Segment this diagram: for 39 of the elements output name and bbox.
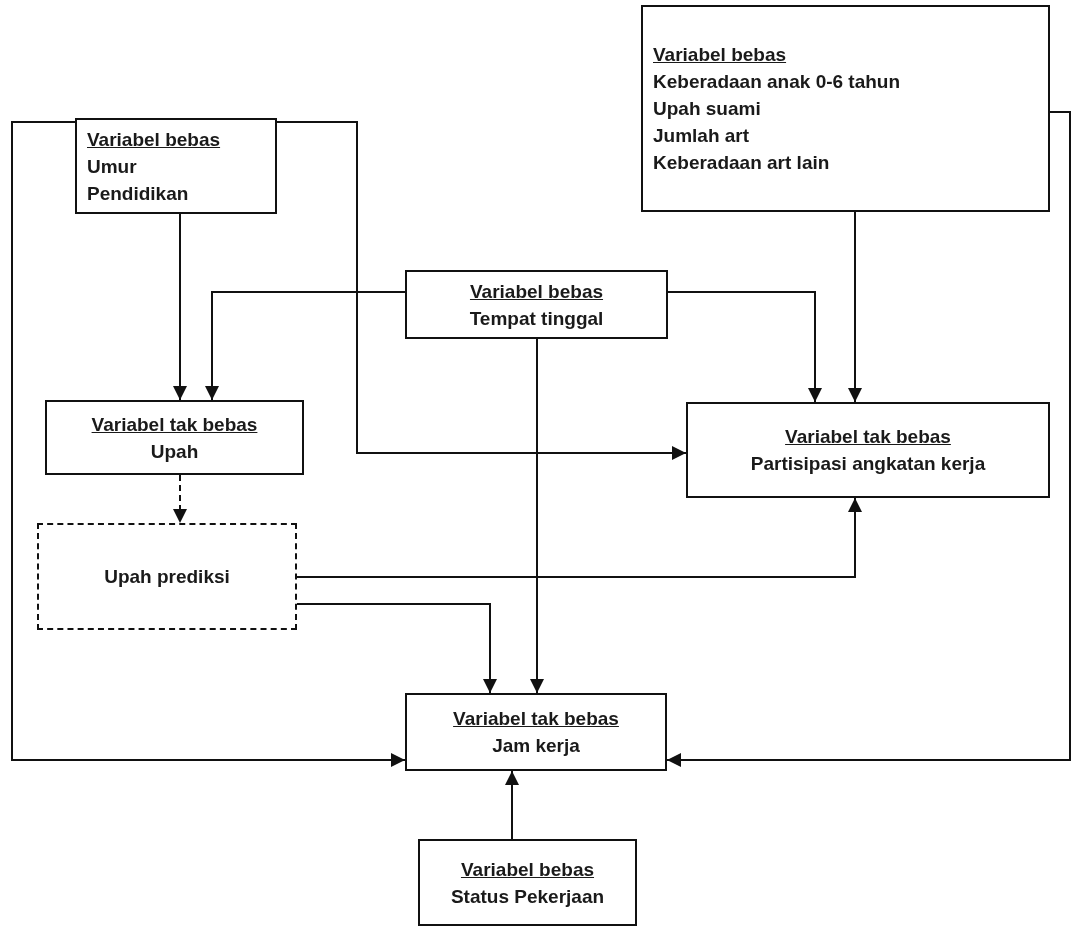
variable-box (418, 839, 637, 926)
box-heading: Variabel tak bebas (91, 412, 258, 437)
variable-box (37, 523, 297, 630)
variable-name: Status Pekerjaan (450, 884, 605, 909)
arrow (666, 111, 1071, 767)
arrow (530, 338, 544, 694)
box-heading: Variabel bebas (87, 127, 221, 152)
arrow (505, 770, 519, 840)
variable-box (405, 270, 668, 339)
variable-name: Keberadaan art lain (653, 151, 830, 175)
box-heading: Variabel tak bebas (785, 425, 951, 449)
arrow (173, 213, 187, 401)
arrow (205, 291, 406, 401)
variable-box (75, 118, 277, 214)
box-heading: Variabel bebas (460, 857, 595, 882)
arrow (11, 121, 406, 767)
variable-name: Pendidikan (87, 181, 189, 206)
arrow (848, 211, 862, 403)
variable-box (405, 693, 667, 771)
variable-name: Keberadaan anak 0-6 tahun (653, 70, 901, 94)
box-heading: Variabel bebas (469, 279, 604, 304)
variable-name: Tempat tinggal (469, 306, 604, 331)
variable-name: Partisipasi angkatan kerja (750, 452, 986, 476)
arrow (667, 291, 822, 403)
variable-box (641, 5, 1050, 212)
arrow (276, 121, 687, 460)
arrow (296, 603, 497, 694)
variable-name: Upah suami (653, 97, 761, 121)
arrow (173, 474, 187, 524)
variable-name: Umur (87, 154, 137, 179)
variable-name: Jam kerja (492, 734, 580, 758)
box-heading: Variabel bebas (653, 43, 787, 67)
variable-box (686, 402, 1050, 498)
variable-name: Upah prediksi (104, 565, 230, 589)
arrow (296, 497, 862, 578)
box-heading: Variabel tak bebas (453, 707, 619, 731)
variable-box (45, 400, 304, 475)
variable-name: Upah (150, 439, 199, 464)
variable-name: Jumlah art (653, 124, 750, 148)
